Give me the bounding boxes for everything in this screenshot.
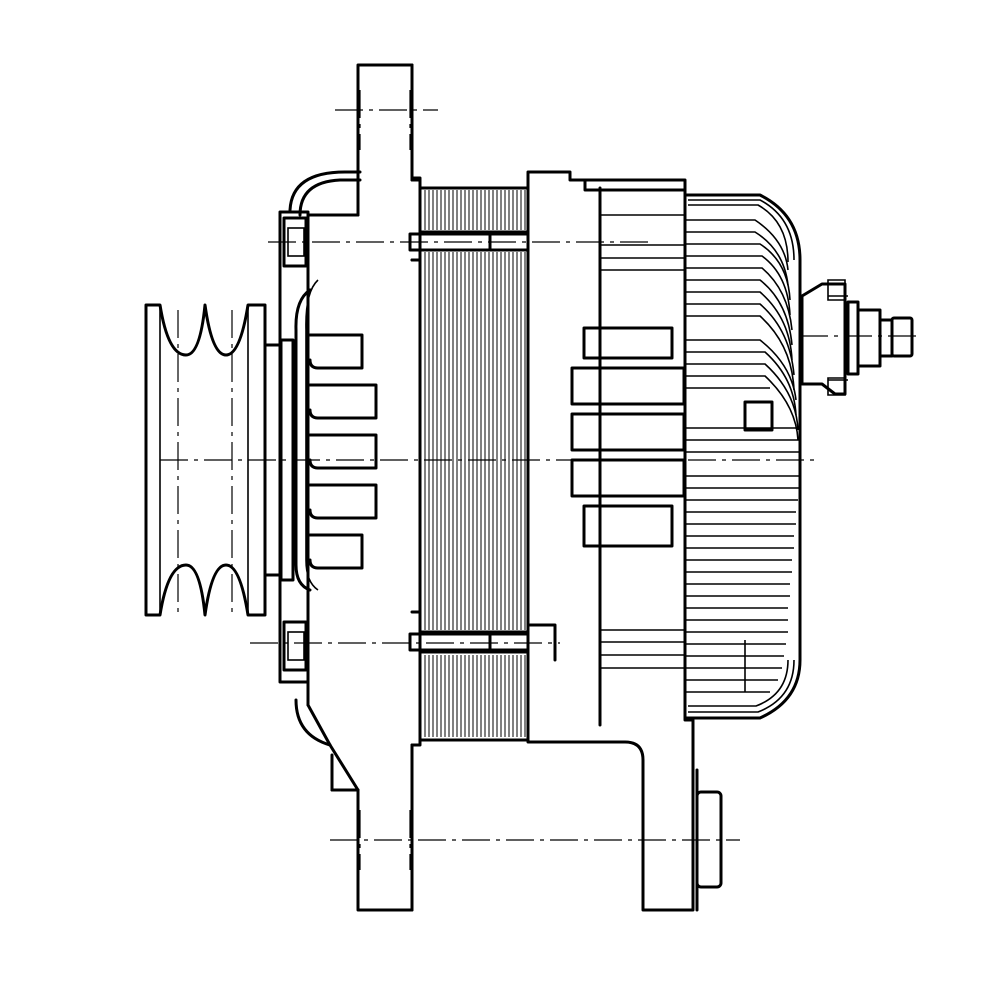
- b-terminal: [800, 279, 914, 396]
- rear-housing: [526, 170, 723, 912]
- rear-cover-fins: [683, 193, 802, 720]
- through-bolt-lower: [408, 632, 530, 652]
- front-fan-fins: [294, 279, 378, 592]
- stator-core: [418, 186, 530, 742]
- front-housing: [278, 63, 422, 912]
- centerlines: [160, 90, 920, 870]
